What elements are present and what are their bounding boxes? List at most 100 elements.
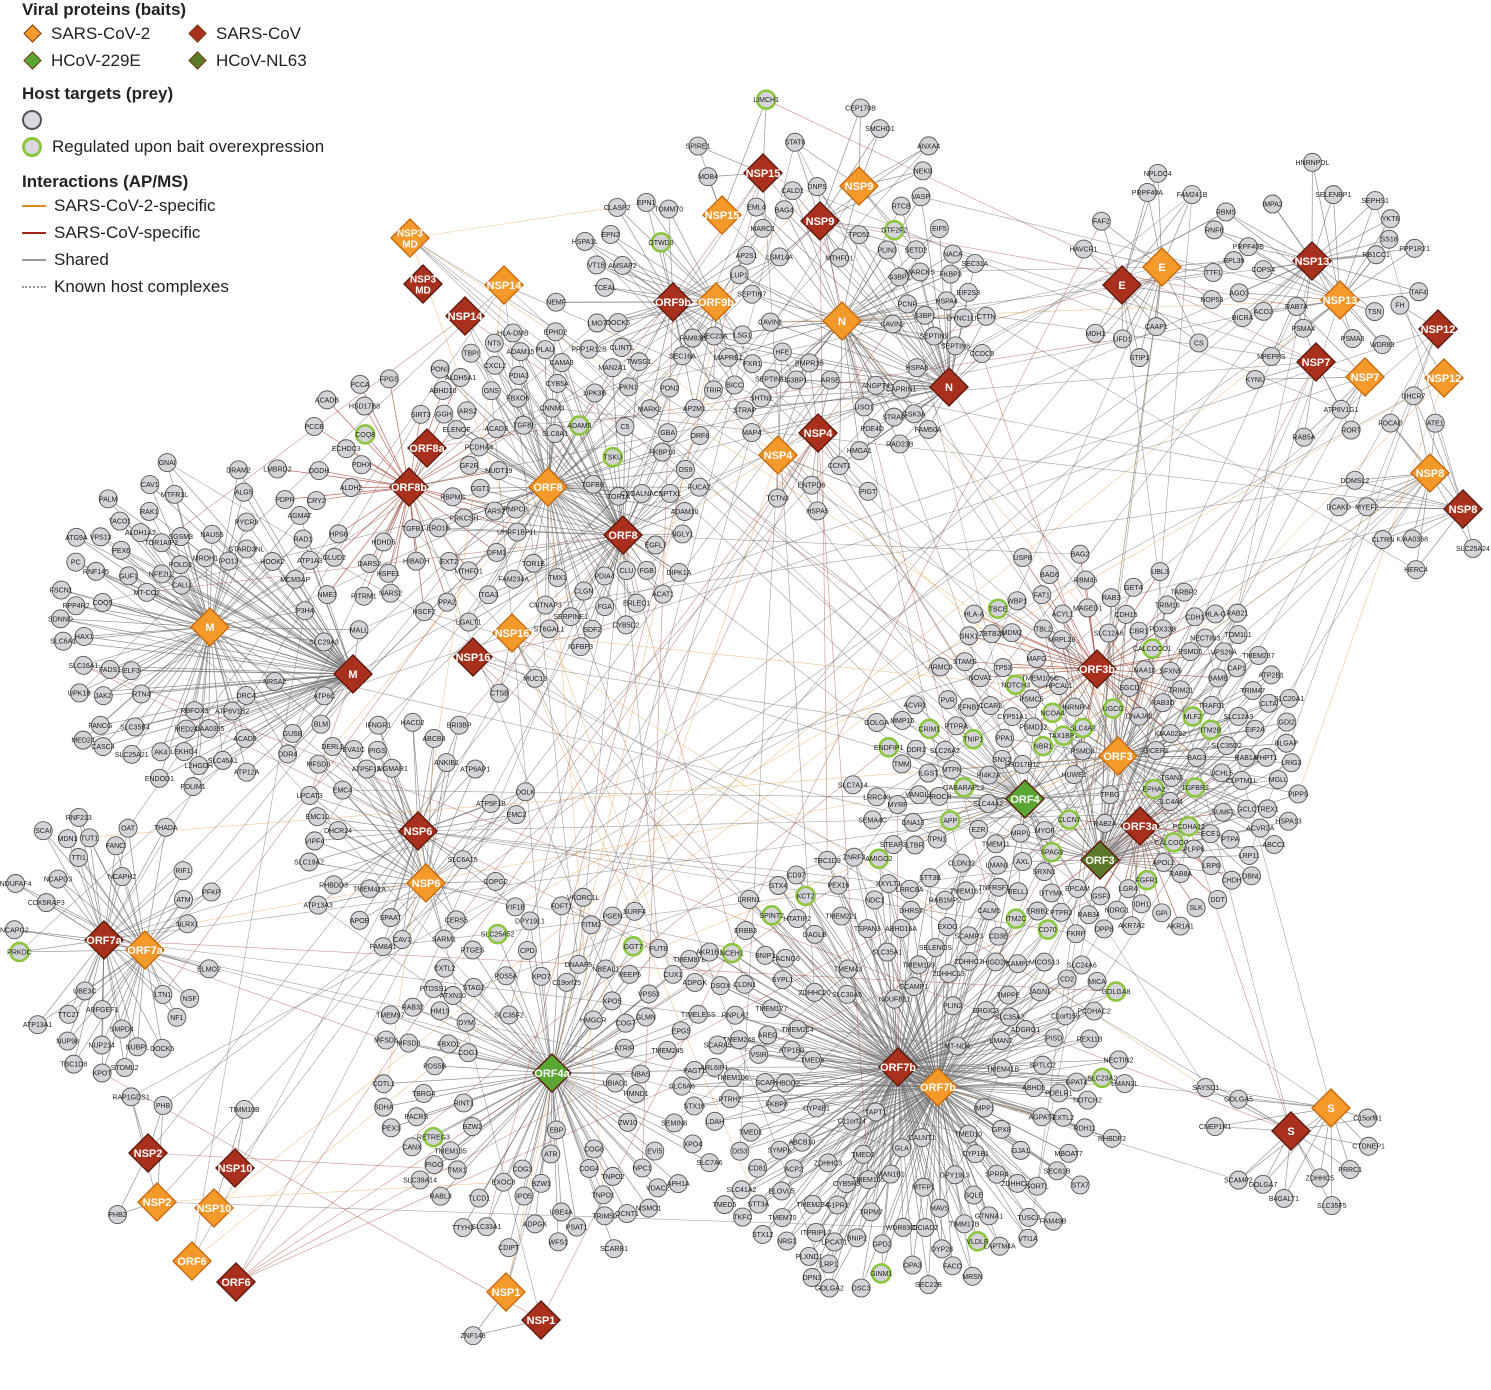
prey-node: RNPLA2 <box>722 1005 749 1025</box>
bait-node: ORF6 <box>172 1241 212 1281</box>
prey-label: FGA <box>598 604 613 611</box>
legend-interaction-label: SARS-CoV-specific <box>54 222 201 242</box>
prey-node: TLCD1 <box>468 1188 490 1208</box>
interaction-edge <box>332 746 419 832</box>
prey-circle <box>219 551 239 571</box>
interaction-edge <box>897 961 969 1068</box>
prey-circle <box>222 701 242 721</box>
prey-label: CAVIN1 <box>758 320 783 327</box>
interaction-edge <box>95 571 419 832</box>
prey-label: C11orf24 <box>838 1119 866 1126</box>
prey-label: DDT <box>1210 897 1225 904</box>
prey-label: CALM5 <box>977 908 1000 915</box>
prey-label: FUT8 <box>650 946 668 953</box>
prey-node: HOOK2 <box>260 552 285 571</box>
prey-label: GTNNA1 <box>975 1213 1004 1220</box>
prey-label: PSMD12 <box>1019 724 1047 731</box>
prey-label: APOB <box>350 918 370 925</box>
interaction-edge <box>584 241 1141 827</box>
prey-circle <box>199 959 219 979</box>
prey-node: RTCB <box>892 196 911 216</box>
prey-label: CLTRN <box>1371 537 1394 544</box>
prey-label: SGSM3 <box>168 534 193 541</box>
prey-node: UPK3B <box>583 383 607 403</box>
prey-node: NGLY1 <box>671 524 694 544</box>
interaction-edge <box>724 1066 899 1205</box>
prey-node: TOR1AIP2 <box>145 533 178 553</box>
prey-label: UFD1 <box>1113 336 1131 343</box>
prey-node: ABCC1 <box>1262 835 1286 854</box>
prey-circle <box>295 601 315 621</box>
bait-label: NSP9 <box>845 181 874 193</box>
prey-label: PDPR <box>275 497 294 504</box>
prey-label: MMP16 <box>890 718 914 725</box>
prey-label: CALU <box>172 583 191 590</box>
prey-label: SFXN5 <box>1159 669 1182 676</box>
interaction-edge <box>408 424 524 488</box>
interaction-edge <box>902 1086 939 1228</box>
prey-label: L2HGDH <box>185 763 213 770</box>
prey-label: AKR1B1 <box>696 950 723 957</box>
prey-label: RIF1 <box>175 868 190 875</box>
interaction-edge <box>417 811 1224 832</box>
regulated-prey-node: GOLGA8 <box>1102 981 1131 1002</box>
prey-label: TIMM17B <box>949 1221 980 1228</box>
prey-node: PISD <box>1044 1028 1064 1048</box>
prey-node: TOMM70 <box>654 199 683 219</box>
prey-label: XPO7 <box>532 974 551 981</box>
prey-label: ADGRG1 <box>1011 1027 1041 1034</box>
interaction-edge <box>60 618 354 675</box>
interaction-edge <box>473 987 553 1074</box>
prey-node: GPI <box>1152 903 1172 923</box>
prey-node: SEC22B <box>915 1275 942 1294</box>
interaction-edge <box>547 486 637 604</box>
prey-label: EXOG <box>937 924 957 931</box>
prey-node: MDM2 <box>1002 623 1022 643</box>
prey-label: OTWD3 <box>648 240 673 247</box>
prey-label: NBAS <box>631 1072 650 1079</box>
interaction-edge <box>920 196 950 388</box>
interaction-edge <box>1204 637 1332 1109</box>
prey-node: FADS1 <box>99 660 121 679</box>
prey-label: RTCB <box>892 204 911 211</box>
prey-node: COG4 <box>579 1158 599 1178</box>
prey-label: CAMP2 <box>1006 961 1030 968</box>
prey-label: DPY19L3 <box>940 1172 970 1179</box>
prey-label: RAB3 <box>1102 595 1120 602</box>
interaction-edge <box>76 537 211 628</box>
prey-label: TCTN3 <box>766 496 789 503</box>
prey-label: RAB3D <box>1151 700 1174 707</box>
bait-label: MD <box>415 286 431 297</box>
interaction-edge <box>767 1034 899 1068</box>
prey-label: PPP1R12B <box>571 347 607 354</box>
prey-label: PDLIM1 <box>180 784 205 791</box>
prey-node: HACD2 <box>401 712 425 732</box>
prey-node: CALU <box>172 575 191 595</box>
prey-label: VPS26A <box>1211 649 1238 656</box>
prey-label: LRRN1 <box>738 897 761 904</box>
prey-label: TPBG <box>1100 792 1119 799</box>
prey-label: SEPTIN11 <box>755 376 788 383</box>
prey-label: BAG2 <box>1071 552 1090 559</box>
prey-node: LRP11 <box>1239 846 1260 865</box>
prey-node: TTC27 <box>58 1004 79 1024</box>
interaction-edge <box>766 99 1317 363</box>
prey-label: IGFBP3 <box>568 644 593 651</box>
prey-node: ATP13A3 <box>303 895 333 915</box>
interaction-edge <box>914 472 1431 846</box>
prey-node: PDS5A <box>495 966 518 986</box>
prey-label: TMEM161 <box>950 888 982 895</box>
prey-label: SNX1 <box>960 633 978 640</box>
prey-label: FDFT1 <box>551 903 573 910</box>
prey-label: CDIPT <box>498 1245 520 1252</box>
prey-label: SEC16A <box>669 353 696 360</box>
prey-label: CNEP1R1 <box>1199 1124 1231 1131</box>
prey-circle <box>130 523 150 542</box>
prey-node: BZW2 <box>463 1117 482 1136</box>
prey-label: CD81 <box>749 1166 767 1173</box>
prey-label: RB1CC1 <box>1362 252 1390 259</box>
prey-label: TMEM177 <box>755 1006 787 1013</box>
interaction-edge <box>409 202 647 239</box>
interaction-edge <box>457 1072 553 1171</box>
prey-label: COG8 <box>584 1146 604 1153</box>
